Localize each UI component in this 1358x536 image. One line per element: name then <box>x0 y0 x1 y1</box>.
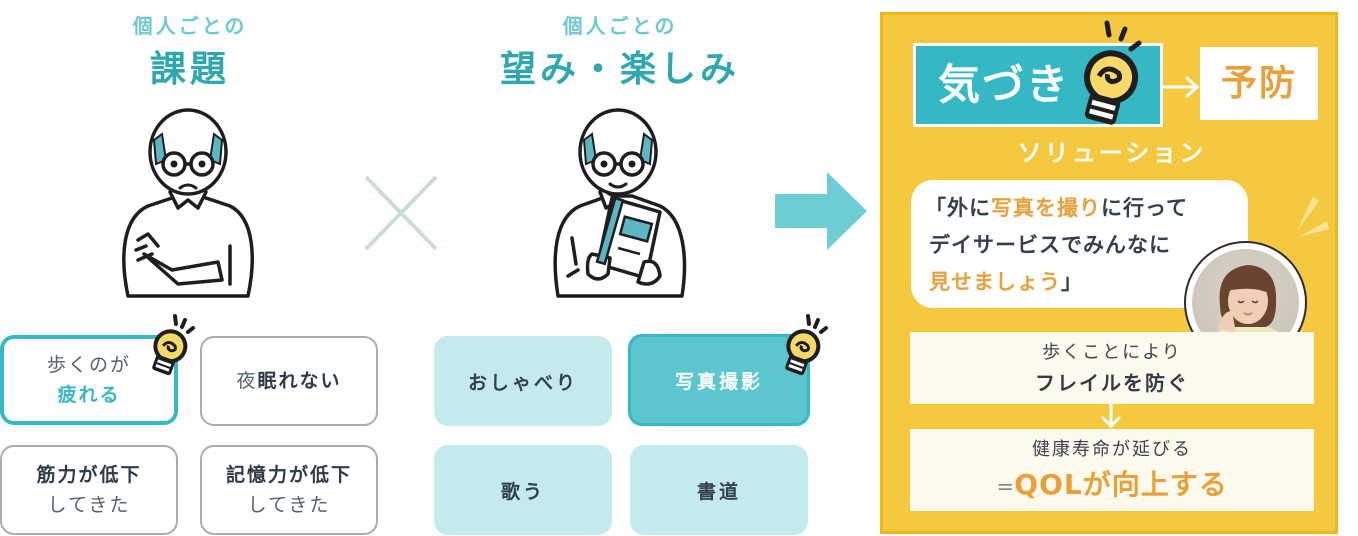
issues-heading-sub: 個人ごとの <box>132 14 248 38</box>
hobby-card-chatting[interactable]: おしゃべり <box>434 336 612 426</box>
speech-text: に行って <box>1101 196 1188 220</box>
issues-heading-main: 課題 <box>149 49 230 90</box>
sparkle-icon <box>1297 197 1329 237</box>
issue-card-memory-decline[interactable]: 記憶力が低下 してきた <box>200 445 378 535</box>
issue-card-line1: 夜眠れない <box>236 366 341 396</box>
solution-label: ソリューション <box>1017 139 1207 167</box>
close-quote: 」 <box>1061 270 1083 294</box>
qol-highlight: QOLが向上する <box>1014 468 1228 501</box>
yobou-box: 予防 <box>1200 47 1318 120</box>
speech-text: 外に <box>947 196 991 220</box>
lightbulb-icon <box>1084 20 1142 125</box>
issue-card-tired-walking[interactable]: 歩くのが 疲れる <box>0 335 178 425</box>
equals-sign: ＝ <box>996 478 1015 499</box>
issue-card-text-light: 夜 <box>236 370 258 392</box>
result-box-frailty: 歩くことにより フレイルを防ぐ <box>910 332 1314 404</box>
speech-line-2: デイサービスでみんなに <box>929 233 1171 257</box>
lightbulb-icon <box>785 314 828 376</box>
issue-card-text-bold: 眠れない <box>257 370 342 392</box>
speech-highlight: 見せましょう <box>929 270 1061 294</box>
open-quote: 「 <box>925 196 947 220</box>
right-arrow-icon <box>775 172 867 250</box>
issue-card-muscle-decline[interactable]: 筋力が低下 してきた <box>0 445 178 535</box>
result-line-1: 健康寿命が延びる <box>1032 439 1192 460</box>
issue-card-line1: 筋力が低下 <box>36 464 142 486</box>
speech-line-1: 「外に写真を撮りに行って <box>925 190 1248 227</box>
issue-card-line2: してきた <box>247 494 331 516</box>
solution-panel: 気づき 予防 ソリューション 「外に写真を撮りに行って デイサービスでみんなに <box>880 12 1338 534</box>
hobbies-heading-sub: 個人ごとの <box>562 14 678 38</box>
issue-card-line1: 歩くのが <box>46 354 131 376</box>
hobby-card-photography[interactable]: 写真撮影 <box>628 334 810 426</box>
hobby-card-singing[interactable]: 歌う <box>434 445 612 535</box>
result-line-2: ＝QOLが向上する <box>910 463 1314 503</box>
down-arrow-icon <box>1101 404 1121 429</box>
hobby-card-calligraphy[interactable]: 書道 <box>630 445 808 535</box>
small-right-arrow-icon <box>1161 76 1200 98</box>
speech-line-3: 見せましょう」 <box>925 264 1248 301</box>
worried-elderly-man-illustration <box>122 108 254 298</box>
hobbies-heading-main: 望み・楽しみ <box>499 49 740 90</box>
issue-card-line2: 疲れる <box>57 384 121 406</box>
result-box-qol: 健康寿命が延びる ＝QOLが向上する <box>910 429 1314 511</box>
multiply-cross-icon <box>364 175 438 251</box>
issue-card-cannot-sleep[interactable]: 夜眠れない <box>200 336 378 426</box>
result-line-2: フレイルを防ぐ <box>1035 371 1189 395</box>
lightbulb-icon <box>152 314 195 376</box>
speech-highlight: 写真を撮り <box>991 196 1101 220</box>
smiling-elderly-man-with-book-illustration <box>553 108 687 298</box>
issue-card-line1: 記憶力が低下 <box>225 464 352 486</box>
result-line-1: 歩くことにより <box>1042 342 1182 363</box>
kizuki-label: 気づき <box>938 60 1071 109</box>
issue-card-line2: してきた <box>47 494 131 516</box>
